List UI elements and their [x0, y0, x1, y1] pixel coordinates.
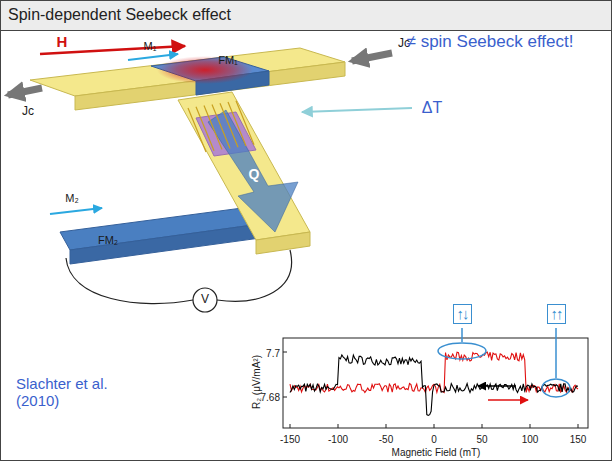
pointer-arrow [302, 108, 412, 112]
tick-label: 0 [431, 434, 437, 445]
sweep-arrow [478, 385, 516, 387]
heater-grid [188, 101, 254, 152]
data-curves [290, 352, 578, 415]
spin-state: ↑↑ [551, 306, 562, 323]
state-box: ↑↓ [453, 304, 472, 325]
note-text: ≠ spin Seebeck effect! [407, 33, 574, 52]
tick-label: 150 [570, 434, 587, 445]
magnetization-label: M₁ [144, 40, 157, 52]
axis-title: Magnetic Field (mT) [392, 447, 481, 458]
spin-state: ↑↓ [457, 306, 468, 323]
tick-label: 7.68 [261, 392, 280, 403]
citation: Slachter et al. (2010) [16, 376, 126, 409]
electrode-label: FM₂ [98, 234, 118, 246]
wire [217, 250, 292, 301]
tick-label: 50 [476, 434, 487, 445]
slide-title: Spin-dependent Seebeck effect [8, 6, 231, 24]
wire [66, 258, 193, 304]
voltmeter-label: V [201, 293, 209, 306]
current-arrow [8, 88, 42, 95]
highlight-ring [438, 343, 486, 359]
field-label: H [57, 34, 68, 51]
leader-line [555, 328, 557, 378]
tick-label: 7.7 [266, 348, 280, 359]
current-label: Jc [22, 105, 34, 118]
magnetization-label: M₂ [65, 192, 78, 204]
tick-label: -100 [328, 434, 348, 445]
leader-line [461, 328, 463, 342]
tick-label: -150 [280, 434, 300, 445]
highlight-ring [542, 379, 570, 397]
electrode-label: FM₁ [218, 54, 238, 66]
arm [178, 92, 310, 254]
state-box: ↑↑ [547, 304, 566, 325]
header-bar [1, 1, 612, 31]
sweep-arrow [488, 399, 528, 401]
axis-ticks [283, 352, 578, 428]
axis-title: R₂ (μV/mA²) [251, 355, 262, 409]
current-arrow [352, 53, 392, 61]
heat-label: Q [249, 167, 260, 182]
m2-arrow [50, 208, 102, 214]
tick-label: 100 [522, 434, 539, 445]
voltmeter-symbol [193, 288, 217, 312]
delta-t-label: ΔT [422, 99, 442, 117]
tick-label: -50 [379, 434, 393, 445]
plot-frame [283, 338, 588, 428]
m1-arrow [128, 54, 178, 60]
